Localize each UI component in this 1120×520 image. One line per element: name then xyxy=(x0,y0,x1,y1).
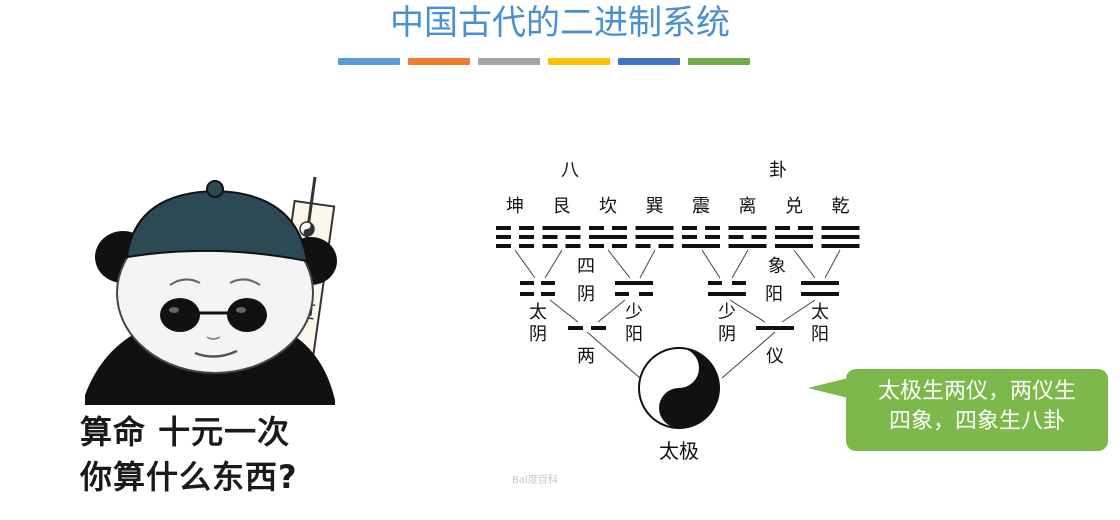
title-bar-4 xyxy=(548,58,610,65)
label-shaoyin-2: 阴 xyxy=(718,324,736,345)
bagua-diagram: 八 卦 坤 艮 坎 巽 震 离 兑 乾 四 象 太 阴 少 阳 少 阴 太 阳 xyxy=(496,160,860,463)
label-shaoyang-2: 阳 xyxy=(625,324,643,345)
hat-icon xyxy=(125,189,309,263)
trigram-symbols xyxy=(496,226,860,248)
label-taiyang-2: 阳 xyxy=(811,324,829,345)
label-taiyin-2: 阴 xyxy=(529,324,547,345)
label-si: 四 xyxy=(577,256,595,277)
sunglasses-icon xyxy=(160,298,267,332)
meme-caption-line-2: 你算什么东西? xyxy=(80,458,298,496)
trigram-symbol-3 xyxy=(635,226,674,248)
label-taiyin-1: 太 xyxy=(529,302,547,323)
trigram-label-5: 离 xyxy=(739,196,757,217)
trigram-symbol-4 xyxy=(682,226,720,248)
trigram-symbol-5 xyxy=(728,226,767,248)
label-yin: 阴 xyxy=(577,284,595,305)
header-ba: 八 xyxy=(561,160,579,181)
title-bar-3 xyxy=(478,58,540,65)
label-shaoyang-1: 少 xyxy=(625,302,643,323)
label-taiyang-1: 太 xyxy=(811,302,829,323)
title-bar-1 xyxy=(338,58,400,65)
bubble-line-2: 四象，四象生八卦 xyxy=(888,409,1065,434)
trigram-label-6: 兑 xyxy=(785,196,803,217)
trigram-label-3: 巽 xyxy=(646,196,664,217)
title-bar-6 xyxy=(688,58,750,65)
trigram-symbol-6 xyxy=(775,226,813,248)
trigram-label-2: 坎 xyxy=(599,196,617,217)
page-title: 中国古代的二进制系统 xyxy=(390,3,730,43)
label-yi: 仪 xyxy=(766,346,784,367)
header-gua: 卦 xyxy=(769,160,787,181)
label-taiji: 太极 xyxy=(659,439,699,463)
title-bar-2 xyxy=(408,58,470,65)
trigram-label-7: 乾 xyxy=(832,196,850,217)
label-liang: 两 xyxy=(577,346,595,367)
label-xiang: 象 xyxy=(768,256,786,277)
trigram-symbol-0 xyxy=(496,226,534,248)
label-yang: 阳 xyxy=(765,284,783,305)
title-bar-5 xyxy=(618,58,680,65)
panda-meme-image: 神 算 xyxy=(85,176,337,405)
trigram-label-1: 艮 xyxy=(553,196,571,217)
connectors-trigram-to-symbol xyxy=(514,249,841,279)
bubble-tail xyxy=(808,378,848,398)
trigram-label-4: 震 xyxy=(692,196,710,217)
trigram-symbol-2 xyxy=(589,226,627,248)
watermark: Bai度百科 xyxy=(512,475,558,486)
meme-caption-line-1: 算命 十元一次 xyxy=(80,413,291,451)
trigram-label-0: 坤 xyxy=(506,196,524,217)
two-modes xyxy=(568,326,794,330)
yin-yang-icon xyxy=(638,347,720,429)
connectors-symbol-to-mode xyxy=(549,299,816,323)
bubble-line-1: 太极生两仪，两仪生 xyxy=(877,379,1076,404)
trigram-symbol-7 xyxy=(821,226,860,248)
speech-bubble: 太极生两仪，两仪生 四象，四象生八卦 xyxy=(846,369,1108,451)
trigram-symbol-1 xyxy=(542,226,581,248)
four-symbols xyxy=(520,281,839,296)
label-shaoyin-1: 少 xyxy=(718,302,736,323)
trigram-labels: 坤艮坎巽震离兑乾 xyxy=(506,196,850,217)
connectors-mode-to-taiji xyxy=(586,331,776,379)
